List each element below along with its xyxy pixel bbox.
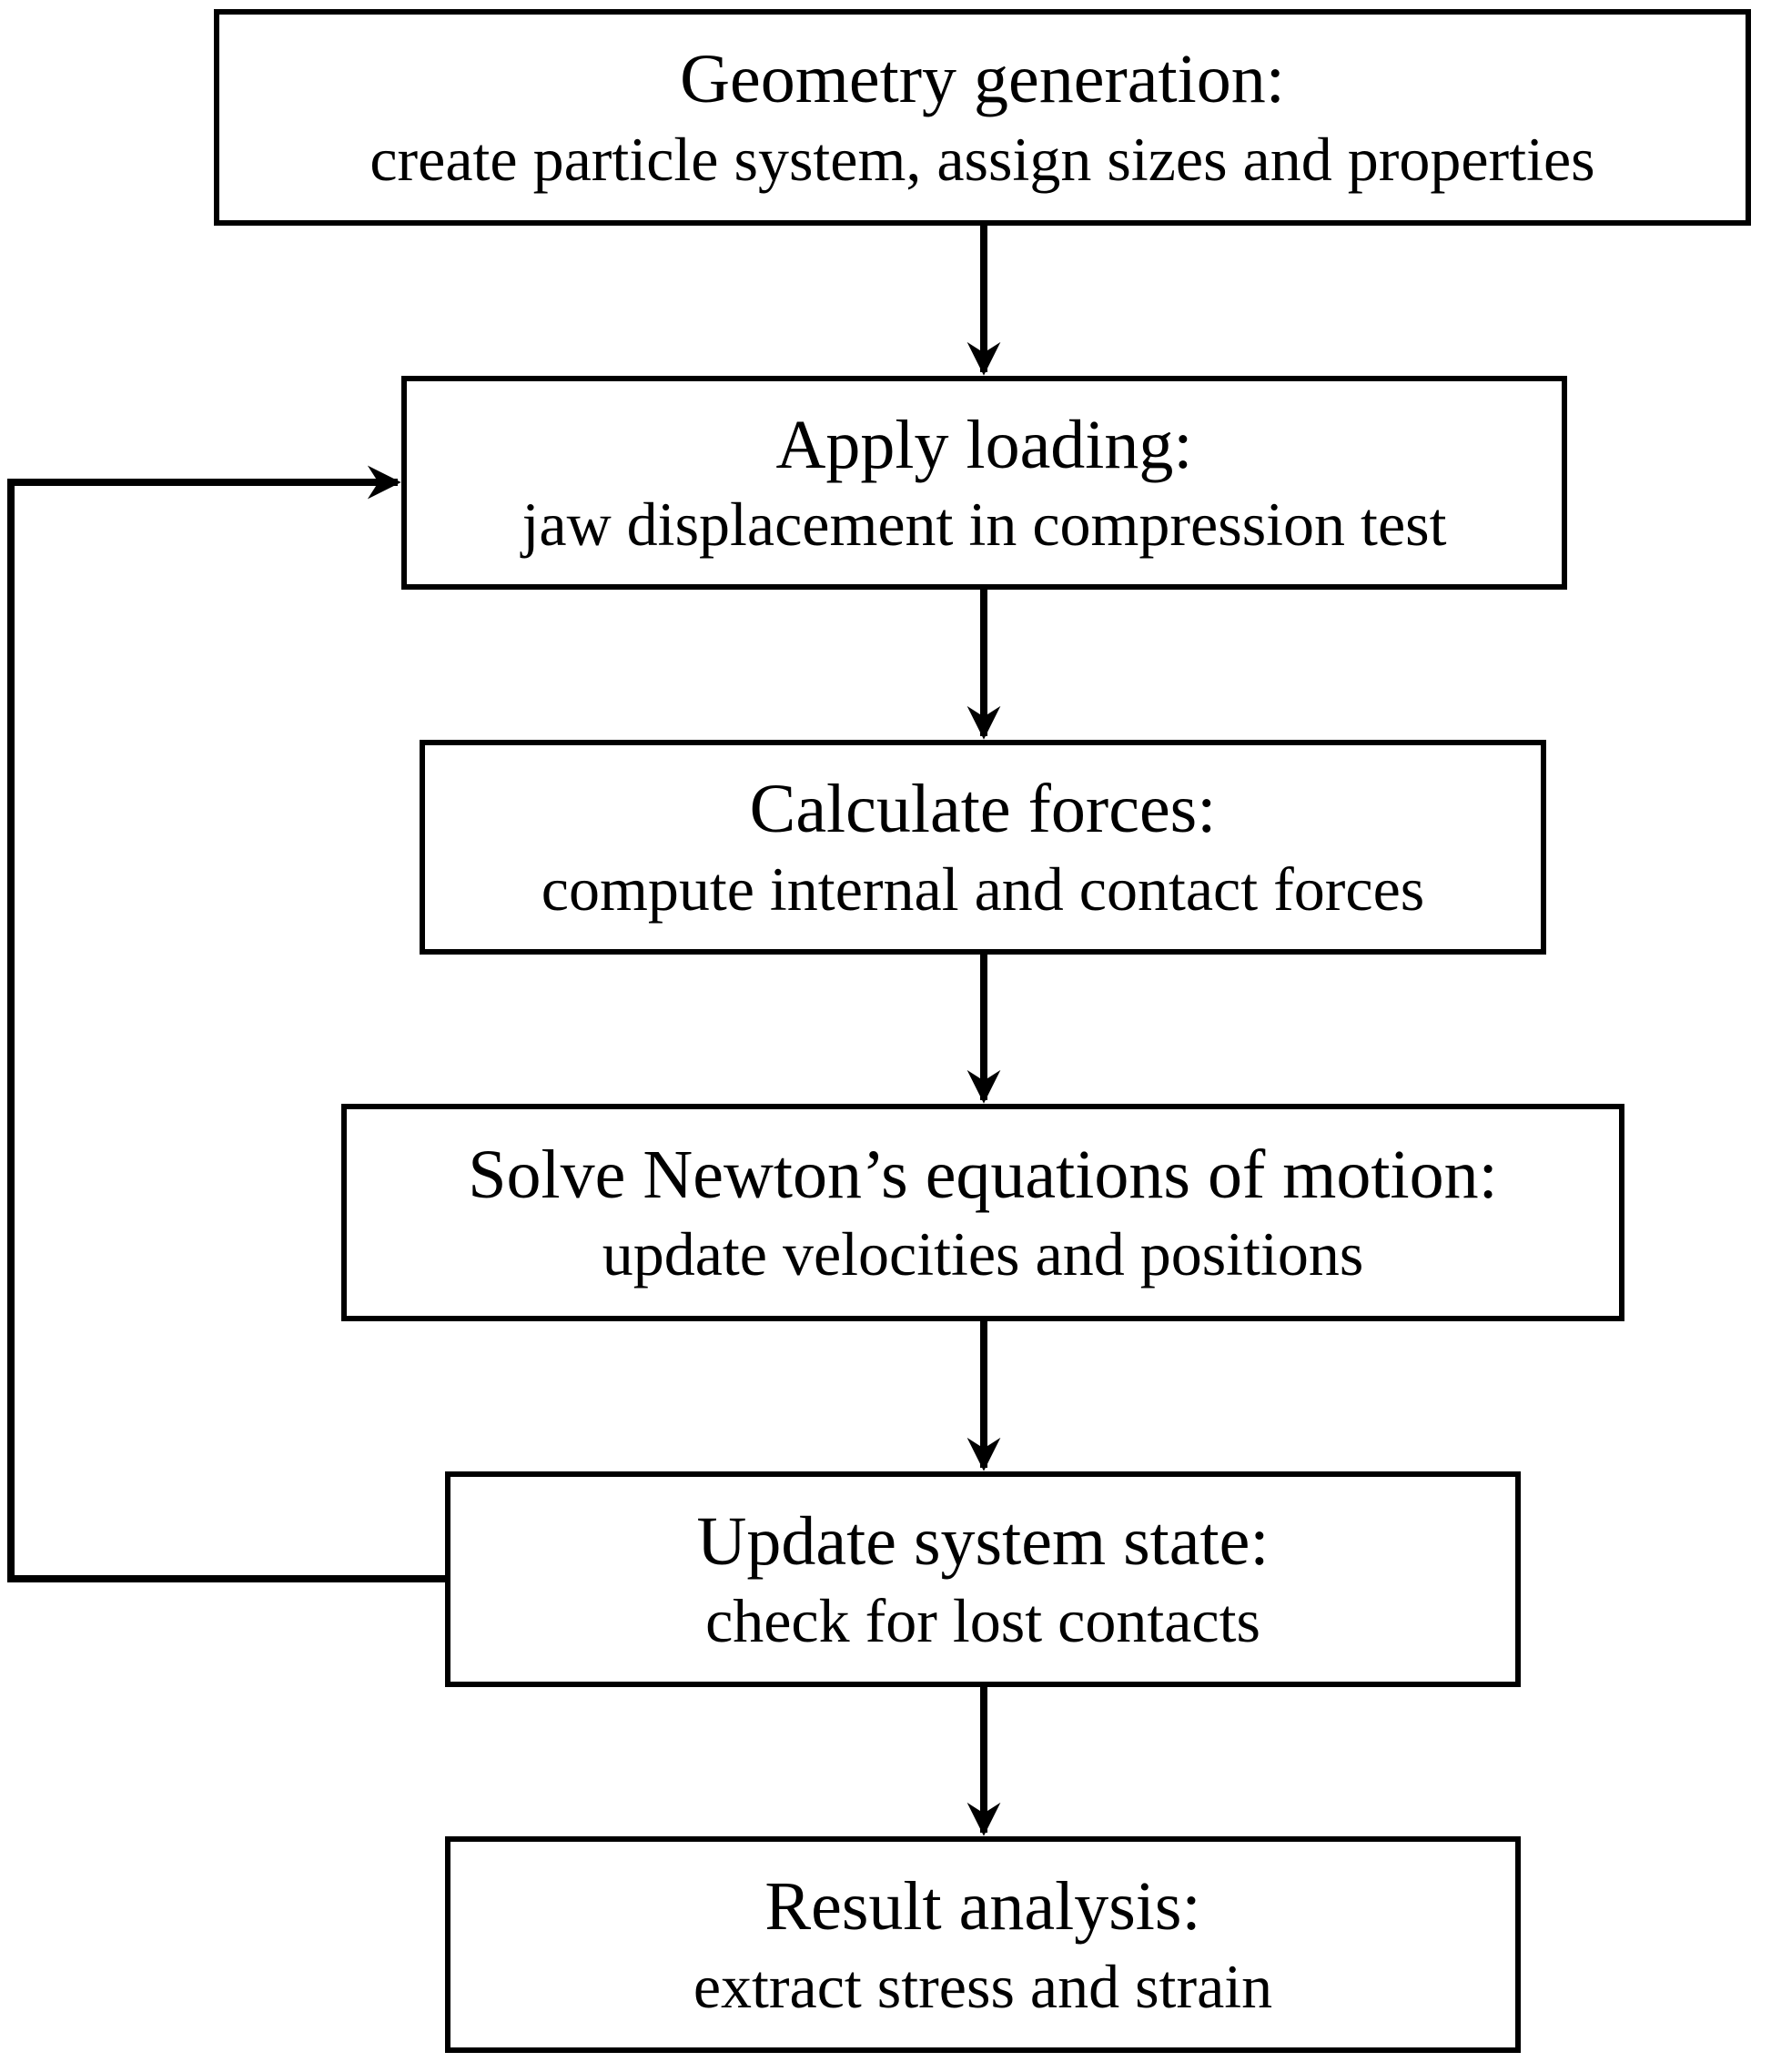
flow-box-solve-newton-equations: Solve Newton’s equations of motion: upda… — [341, 1104, 1624, 1321]
flow-box-result-analysis: Result analysis: extract stress and stra… — [445, 1836, 1521, 2053]
box-subtitle: extract stress and strain — [693, 1951, 1273, 2021]
box-title: Result analysis: — [764, 1868, 1201, 1946]
box-title: Solve Newton’s equations of motion: — [468, 1136, 1498, 1213]
flow-box-calculate-forces: Calculate forces: compute internal and c… — [420, 740, 1546, 955]
box-subtitle: check for lost contacts — [705, 1586, 1260, 1656]
flow-box-apply-loading: Apply loading: jaw displacement in compr… — [401, 376, 1567, 590]
box-subtitle: jaw displacement in compression test — [521, 490, 1447, 560]
box-subtitle: update velocities and positions — [602, 1219, 1364, 1289]
flow-box-update-system-state: Update system state: check for lost cont… — [445, 1471, 1521, 1687]
box-title: Calculate forces: — [749, 771, 1217, 848]
box-subtitle: compute internal and contact forces — [541, 854, 1425, 924]
box-title: Update system state: — [696, 1502, 1270, 1580]
box-title: Apply loading: — [775, 406, 1193, 483]
box-subtitle: create particle system, assign sizes and… — [369, 124, 1595, 194]
box-title: Geometry generation: — [680, 41, 1285, 118]
feedback-loop-arrow-icon — [7, 465, 445, 1582]
flow-box-geometry-generation: Geometry generation: create particle sys… — [214, 9, 1751, 226]
